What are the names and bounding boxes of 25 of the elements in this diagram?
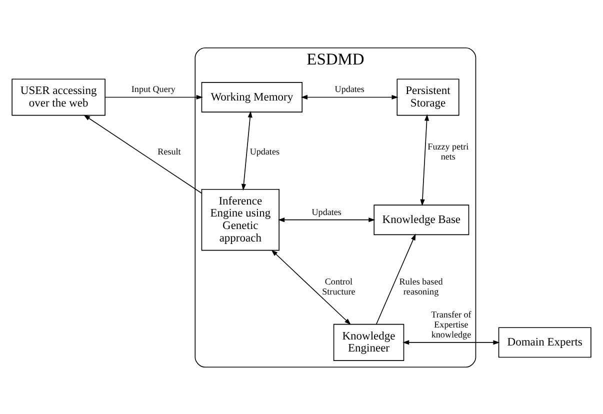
arrow: [271, 249, 352, 324]
node-box: Inference Engine using Genetic approach: [201, 188, 280, 250]
edge-label: Updates: [334, 84, 364, 94]
node-box: Knowledge Engineer: [333, 323, 404, 360]
edge-label: Transfer of Expertise knowledge: [431, 309, 472, 339]
edge-label: Fuzzy petri nets: [428, 141, 469, 162]
arrow: [278, 217, 376, 222]
edge-label: Result: [158, 146, 181, 156]
node-box: Domain Experts: [498, 326, 592, 358]
edge-label: Rules based reasoning: [399, 276, 443, 296]
node-box: Persistent Storage: [396, 78, 460, 116]
arrow: [84, 114, 202, 194]
node-box: Working Memory: [201, 82, 303, 112]
edge-label: Updates: [312, 206, 342, 216]
node-box: USER accessing over the web: [12, 78, 106, 116]
edge-label: Control Structure: [322, 276, 356, 296]
arrow: [300, 94, 398, 100]
arrow: [104, 94, 203, 100]
edge-label: Input Query: [131, 84, 176, 94]
arrow: [376, 233, 416, 324]
arrow: [402, 340, 500, 344]
node-box: Knowledge Base: [374, 204, 470, 235]
arrow: [241, 110, 252, 190]
arrow: [420, 114, 430, 206]
edge-label: Updates: [250, 146, 280, 156]
